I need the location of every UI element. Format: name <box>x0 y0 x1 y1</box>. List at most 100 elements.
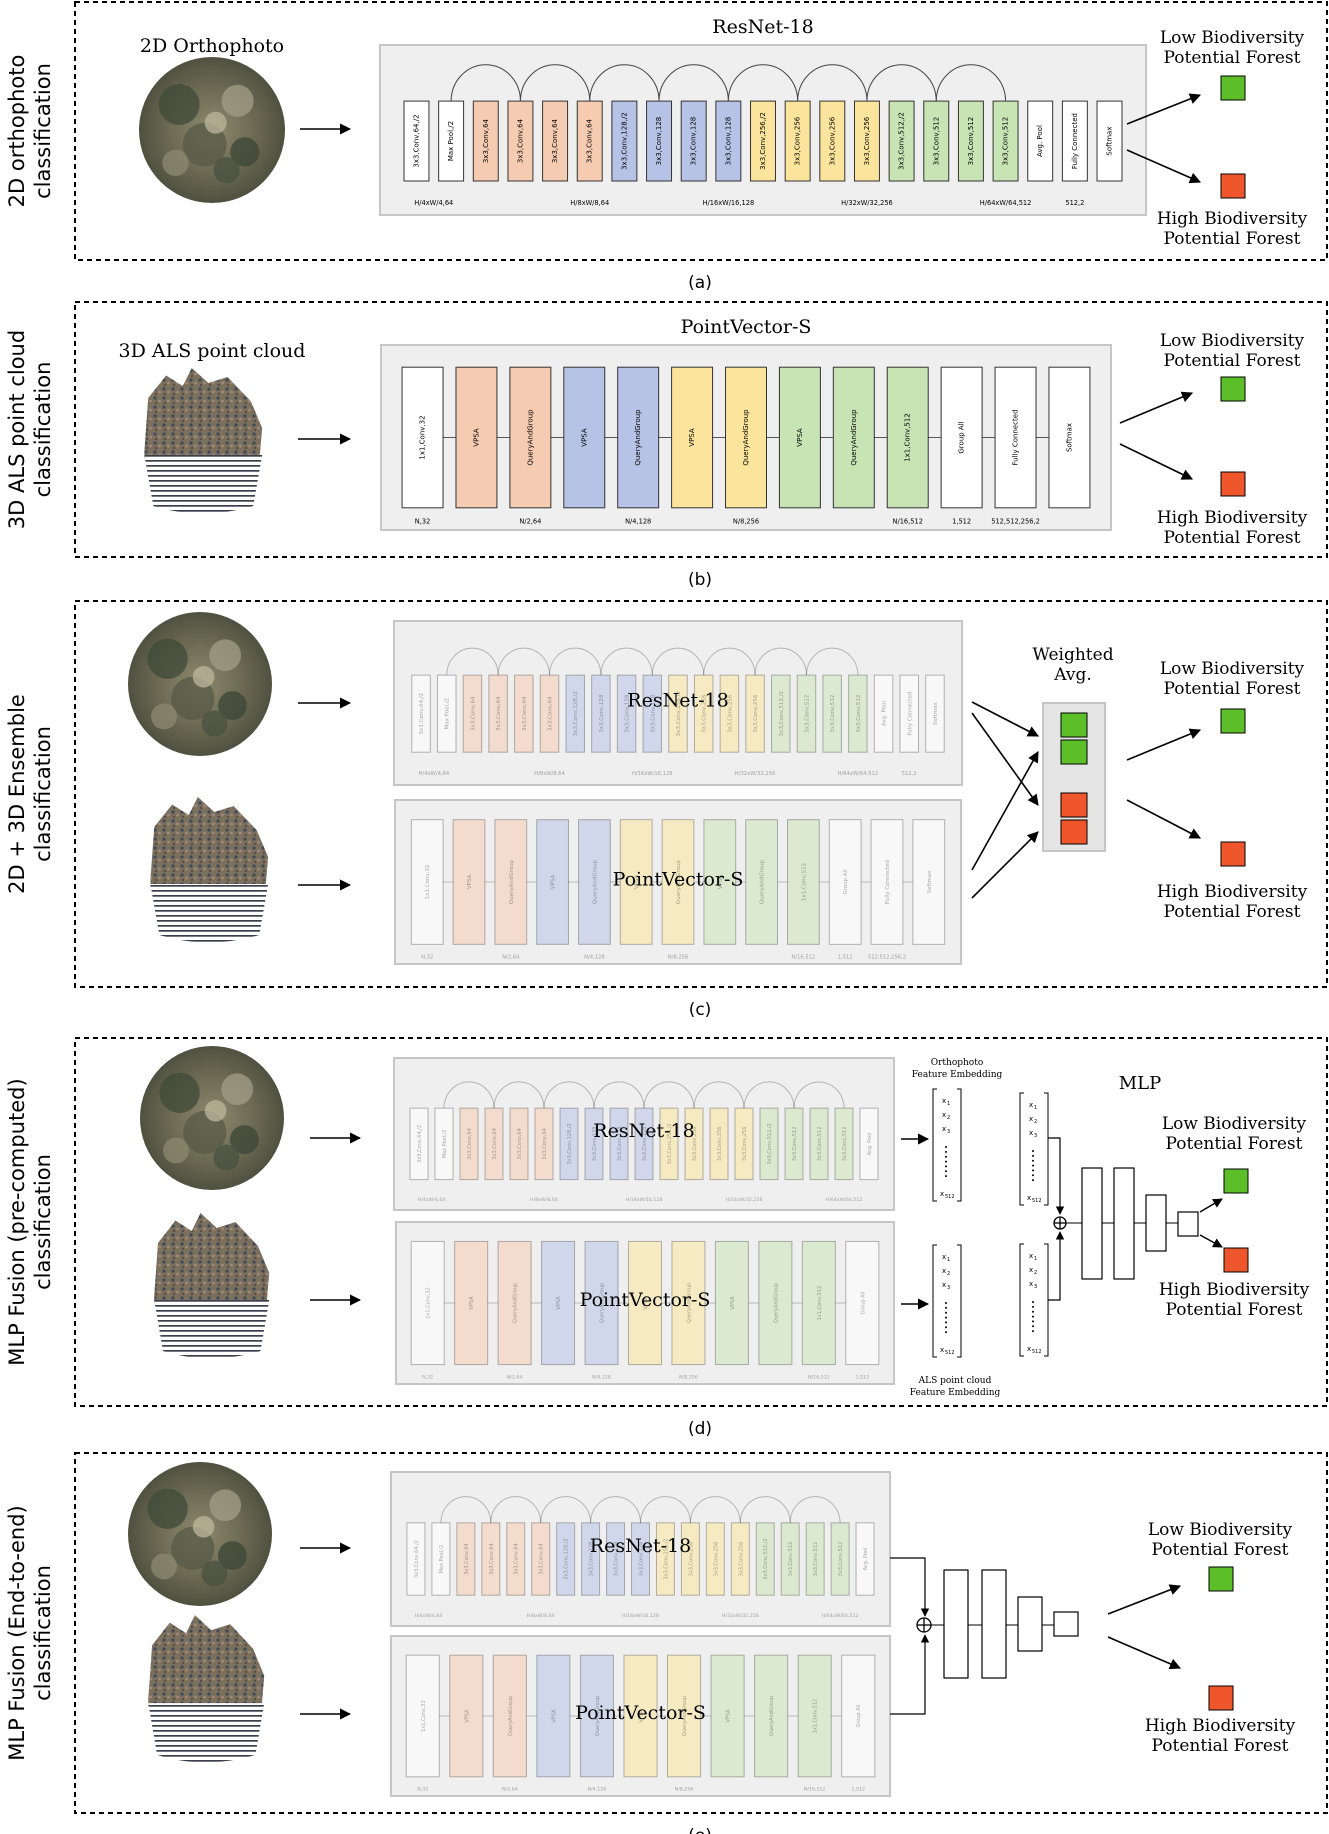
mlp-layer-4 <box>1053 1611 1079 1637</box>
point-cloud-ground <box>144 455 263 514</box>
vector-dot <box>1032 1330 1034 1333</box>
vector-entry-index: 512 <box>1032 1198 1042 1204</box>
ensemble-arrow <box>971 831 1039 899</box>
pointvector-layer-box <box>455 366 498 509</box>
resnet18-layer-label: 3x3,Conv,128,/2 <box>567 1123 573 1164</box>
resnet18-skip-arc <box>493 1081 545 1109</box>
vector-entry: x <box>1029 1101 1033 1109</box>
pointvector-layer-label: QueryAndGroup <box>760 859 766 904</box>
pointvector-dim-label: N/4,128 <box>588 1786 607 1792</box>
resnet18-layer-label: 3x3,Conv,128 <box>625 694 631 733</box>
pointvector-layer-label: 1x1,Conv,32 <box>421 1700 427 1732</box>
resnet18-dim-label: H/64xW/64,512 <box>838 771 879 777</box>
mlp-layer-1 <box>1081 1167 1103 1280</box>
resnet18-dim-label: H/4xW/4,64 <box>418 1197 446 1203</box>
pointvector-dim-label: N,32 <box>422 1374 433 1380</box>
resnet18-layer-label: 3x3,Conv,256 <box>794 116 802 165</box>
resnet18-dim-label: 512,2 <box>1065 199 1084 207</box>
high-biodiversity-box <box>1220 173 1246 199</box>
output-arrow-low <box>1107 1584 1182 1615</box>
resnet18-skip-arc <box>519 64 591 102</box>
high-class-label-line1: High Biodiversity <box>1157 508 1308 528</box>
pointvector-layer-box <box>787 819 820 945</box>
pointvector-layer-box <box>725 366 767 509</box>
orthophoto-texture <box>162 149 189 176</box>
pointvector-dim-label: 1,512 <box>851 1786 865 1792</box>
pointvector-layer-label: VPSA <box>551 1709 557 1723</box>
resnet18-layer-label: Fully Connected <box>1071 113 1079 169</box>
resnet18-layer-label: 3x3,Conv,128 <box>724 117 732 166</box>
resnet18-layer-box <box>642 674 663 753</box>
panel-caption: (b) <box>688 570 712 590</box>
resnet18-layer-box <box>730 1522 750 1596</box>
pointvector-layer-box <box>627 1240 663 1366</box>
resnet18-layer-box <box>755 1522 775 1596</box>
vector-dot <box>1032 1159 1034 1162</box>
resnet18-layer-box <box>819 100 846 182</box>
vector-dot <box>1032 1305 1034 1308</box>
resnet18-layer-box <box>431 1522 451 1596</box>
resnet18-layer-label: 3x3,Conv,512,/2 <box>767 1123 773 1164</box>
network-overlay-title: PointVector-S <box>580 1289 711 1311</box>
resnet18-layer-label: 3x3,Conv,256 <box>692 1127 698 1162</box>
vector-dot <box>1032 1315 1034 1318</box>
mlp-layer-1 <box>943 1569 969 1679</box>
pointvector-layer-box <box>703 819 737 945</box>
resnet18-layer-label: 3x3,Conv,512 <box>792 1127 798 1162</box>
pointvector-layer-box <box>661 819 695 945</box>
resnet18-layer-box <box>631 1522 650 1596</box>
side-label-line1: MLP Fusion (pre-computed) <box>5 1078 29 1365</box>
pointvector-layer-label: VPSA <box>464 1709 470 1723</box>
orthophoto-texture <box>147 1488 188 1529</box>
vector-entry: x <box>1029 1266 1033 1274</box>
bracket-left <box>1019 1243 1024 1357</box>
pointvector-dim-label: 1,512 <box>952 518 971 526</box>
resnet18-layer-box <box>438 100 465 182</box>
pointvector-layer-label: QueryAndGroup <box>595 1696 601 1736</box>
pointvector-layer-box <box>841 1654 876 1778</box>
vector-entry: x <box>1027 1345 1031 1353</box>
fusion-line <box>1048 1231 1065 1301</box>
pointvector-layer-label: VPSA <box>469 1296 475 1310</box>
resnet18-layer-label: 3x3,Conv,256,/2 <box>676 691 682 736</box>
resnet18-layer-label: Avg. Pool <box>863 1548 869 1571</box>
pointvector-layer-box <box>671 366 714 509</box>
panel-caption: (d) <box>688 1419 712 1439</box>
resnet18-layer-label: 3x3,Conv,128,/2 <box>620 112 628 170</box>
pointvector-layer-label: Fully Connected <box>1012 409 1020 465</box>
resnet18-dim-label: H/4xW/4,64 <box>414 199 453 207</box>
vector-entry: x <box>940 1346 944 1354</box>
orthophoto-texture <box>204 111 227 134</box>
panel-frame <box>74 301 1328 558</box>
bracket-left <box>1019 1092 1024 1206</box>
pointvector-layer-label: VPSA <box>639 1709 645 1723</box>
pointvector-dim-label: N/8,256 <box>733 518 759 526</box>
resnet18-layer-box <box>576 100 603 182</box>
orthophoto-image <box>128 1462 272 1606</box>
resnet18-dim-label: H/64xW/64,512 <box>826 1197 863 1203</box>
high-biodiversity-box <box>1220 471 1246 497</box>
pointvector-layer-label: 1x1,Conv,512 <box>813 1699 819 1734</box>
point-cloud-ground <box>150 884 269 943</box>
resnet18-layer-box <box>509 1107 529 1181</box>
resnet18-layer-box <box>434 1107 454 1181</box>
pointvector-layer-label: QueryAndGroup <box>513 1283 519 1323</box>
pointvector-layer-label: VPSA <box>643 1296 649 1310</box>
resnet18-layer-label: 3x3,Conv,64 <box>470 696 476 731</box>
point-cloud-ground <box>148 1703 265 1763</box>
high-class-label-line1: High Biodiversity <box>1157 882 1308 902</box>
resnet18-skip-arc <box>590 1496 641 1523</box>
vector-entry-index: 3 <box>1034 1284 1037 1290</box>
resnet18-layer-box <box>834 1107 854 1181</box>
resnet18-dim-label: H/16xW/16,128 <box>626 1197 663 1203</box>
resnet18-layer-label: Avg. Pool <box>867 1132 873 1155</box>
vector-dot <box>1032 1179 1034 1182</box>
pointvector-layer-box <box>410 1240 445 1366</box>
pointvector-layer-label: 1x1,Conv,512 <box>801 863 807 901</box>
high-class-label-line2: Potential Forest <box>1164 229 1301 249</box>
vector-entry: x <box>1027 1194 1031 1202</box>
